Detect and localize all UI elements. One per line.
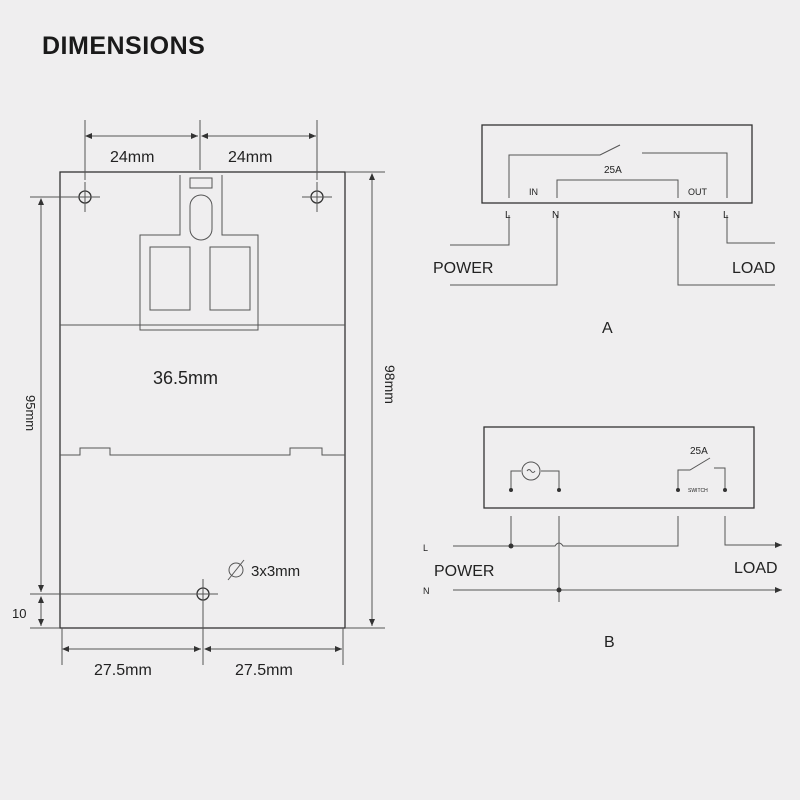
b-line-label: L: [423, 543, 428, 553]
dim-top-right: 24mm: [228, 149, 272, 166]
wiring-diagram-a: [450, 124, 775, 286]
b-rating: 25A: [690, 446, 708, 457]
a-load-label: LOAD: [732, 260, 776, 277]
b-neutral-label: N: [423, 586, 430, 596]
tab-window: [209, 246, 251, 311]
wiring-diagram-b: [453, 426, 782, 602]
a-terminal-l: L: [723, 210, 729, 221]
a-terminal-l: L: [505, 210, 511, 221]
tab-slot: [189, 177, 213, 189]
device-drawing: [59, 171, 346, 629]
a-in-label: IN: [529, 187, 538, 197]
a-terminal-n: N: [673, 210, 680, 221]
b-caption: B: [604, 634, 615, 651]
dim-hole-height: 95mm: [23, 395, 38, 431]
timer-motor-icon: [521, 461, 541, 481]
tab-slot: [189, 194, 213, 241]
dim-total-height: 98mm: [382, 365, 398, 404]
page-title: DIMENSIONS: [42, 32, 206, 60]
dim-bottom-left: 27.5mm: [94, 662, 152, 679]
tab-window: [149, 246, 191, 311]
dim-hole-size: 3x3mm: [251, 563, 300, 580]
section-divider: [60, 447, 345, 456]
b-switch-label: SWITCH: [688, 488, 708, 494]
dim-bottom-offset: 10: [12, 606, 26, 621]
mounting-tab: [139, 175, 259, 331]
dim-top-left: 24mm: [110, 149, 154, 166]
dim-width: 36.5mm: [153, 368, 218, 388]
b-power-label: POWER: [434, 563, 494, 580]
a-power-label: POWER: [433, 260, 493, 277]
a-terminal-n: N: [552, 210, 559, 221]
b-load-label: LOAD: [734, 560, 778, 577]
dim-bottom-right: 27.5mm: [235, 662, 293, 679]
a-rating: 25A: [604, 165, 622, 176]
dimension-lines: [30, 120, 385, 665]
a-out-label: OUT: [688, 187, 708, 197]
a-caption: A: [602, 320, 613, 337]
